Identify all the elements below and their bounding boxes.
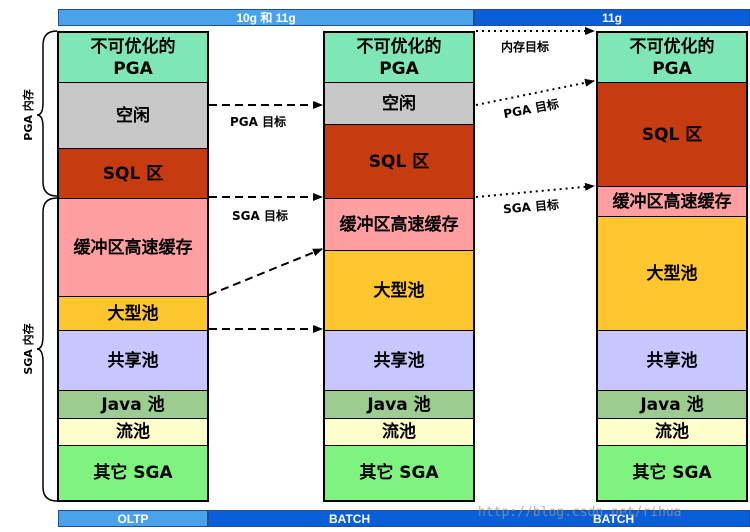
segment-untunable-pga: 不可优化的 PGA	[59, 33, 207, 83]
footer-bar-oltp: OLTP	[58, 510, 208, 527]
sga-brace	[36, 197, 58, 502]
segment-java-pool: Java 池	[325, 391, 473, 419]
segment-buffer-cache: 缓冲区高速缓存	[325, 199, 473, 251]
segment-free: 空闲	[325, 83, 473, 125]
pga-memory-label: PGA 内存	[22, 89, 35, 141]
footer-label-oltp: OLTP	[117, 512, 149, 526]
pga-target-label-2: PGA 目标	[502, 96, 561, 122]
sga-memory-label: SGA 内存	[22, 323, 35, 375]
segment-buffer-cache: 缓冲区高速缓存	[59, 199, 207, 297]
segment-streams-pool: 流池	[598, 419, 746, 446]
segment-streams-pool: 流池	[59, 419, 207, 446]
segment-other-sga: 其它 SGA	[325, 446, 473, 500]
arrow-large-pool	[208, 248, 323, 296]
segment-shared-pool: 共享池	[598, 331, 746, 391]
sga-target-label-2: SGA 目标	[502, 197, 560, 217]
footer-label-batch: BATCH	[329, 512, 371, 526]
segment-large-pool: 大型池	[325, 251, 473, 331]
segment-shared-pool: 共享池	[59, 331, 207, 391]
segment-other-sga: 其它 SGA	[598, 446, 746, 500]
watermark: http://blog.csdn.net/rihua	[478, 505, 682, 520]
header-bar-11g: 11g	[474, 9, 750, 26]
header-label-10g-11g: 10g 和 11g	[236, 11, 296, 25]
footer-label-batch-2: BATCH	[593, 512, 635, 526]
arrow-sga-target-2	[475, 182, 595, 198]
sga-target-label-1: SGA 目标	[232, 209, 288, 223]
segment-free: 空闲	[59, 83, 207, 149]
column-batch-11g: 不可优化的 PGA SQL 区 缓冲区高速缓存 大型池 共享池 Java 池 流…	[596, 31, 748, 502]
segment-shared-pool: 共享池	[325, 331, 473, 391]
segment-sql-area: SQL 区	[598, 83, 746, 187]
header-bar-10g-11g: 10g 和 11g	[58, 9, 474, 26]
segment-large-pool: 大型池	[598, 217, 746, 331]
column-oltp: 不可优化的 PGA 空闲 SQL 区 缓冲区高速缓存 大型池 共享池 Java …	[57, 31, 209, 502]
footer-bar-batch: BATCH BATCH	[208, 510, 750, 527]
header-label-11g: 11g	[601, 11, 622, 25]
column-batch-10g: 不可优化的 PGA 空闲 SQL 区 缓冲区高速缓存 大型池 共享池 Java …	[323, 31, 475, 502]
segment-untunable-pga: 不可优化的 PGA	[325, 33, 473, 83]
segment-sql-area: SQL 区	[59, 149, 207, 199]
segment-sql-area: SQL 区	[325, 125, 473, 199]
segment-untunable-pga: 不可优化的 PGA	[598, 33, 746, 83]
segment-other-sga: 其它 SGA	[59, 446, 207, 500]
pga-target-label-1: PGA 目标	[230, 115, 287, 129]
segment-streams-pool: 流池	[325, 419, 473, 446]
segment-large-pool: 大型池	[59, 297, 207, 331]
memory-target-label: 内存目标	[501, 40, 550, 54]
segment-buffer-cache: 缓冲区高速缓存	[598, 187, 746, 217]
pga-brace	[36, 30, 58, 197]
segment-java-pool: Java 池	[59, 391, 207, 419]
segment-java-pool: Java 池	[598, 391, 746, 419]
